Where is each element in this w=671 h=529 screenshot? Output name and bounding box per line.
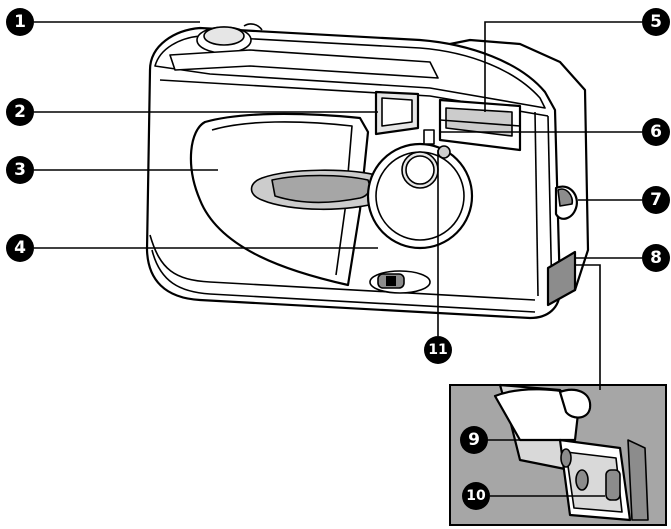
callout-9: 9 — [460, 426, 488, 454]
callout-3: 3 — [6, 156, 34, 184]
callout-8-label: 8 — [650, 248, 662, 268]
leader-lines — [34, 21, 642, 497]
callout-11-label: 11 — [428, 342, 447, 358]
callout-11: 11 — [424, 336, 452, 364]
flash-window — [438, 98, 522, 152]
callout-2: 2 — [6, 98, 34, 126]
callout-9-label: 9 — [468, 430, 480, 450]
callout-1-label: 1 — [14, 12, 26, 32]
lens — [366, 142, 474, 250]
callout-4: 4 — [6, 234, 34, 262]
callout-5: 5 — [642, 8, 670, 36]
callout-10-label: 10 — [466, 488, 486, 504]
lens-cover-switch — [369, 270, 431, 294]
callout-5-label: 5 — [650, 12, 662, 32]
callout-10: 10 — [462, 482, 490, 510]
viewfinder-window — [374, 90, 420, 136]
callout-4-label: 4 — [14, 238, 26, 258]
callout-7-label: 7 — [650, 190, 662, 210]
callout-3-label: 3 — [14, 160, 26, 180]
self-timer-led — [423, 129, 451, 159]
callout-6: 6 — [642, 118, 670, 146]
callout-7: 7 — [642, 186, 670, 214]
callout-1: 1 — [6, 8, 34, 36]
strap-holder — [554, 185, 578, 220]
lens-cover — [189, 112, 393, 287]
callout-8: 8 — [642, 244, 670, 272]
connector-cover — [546, 250, 577, 307]
callout-6-label: 6 — [650, 122, 662, 142]
callout-2-label: 2 — [14, 102, 26, 122]
